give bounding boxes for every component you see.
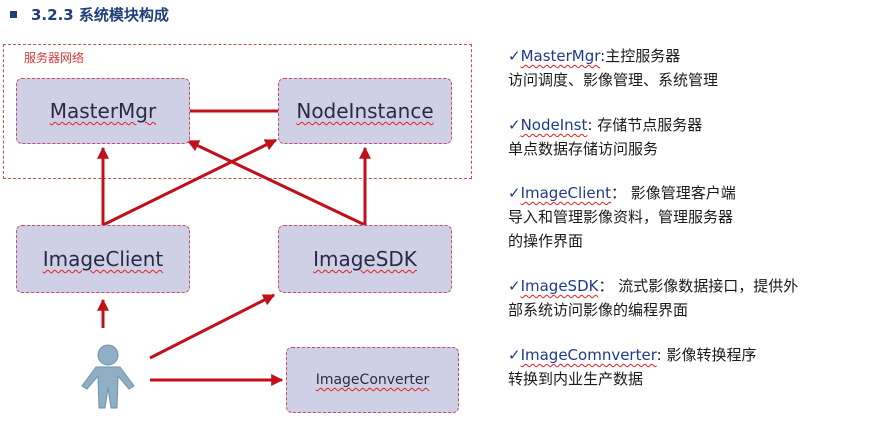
description-line: 导入和管理影像资料，管理服务器	[508, 208, 734, 226]
arrow-sdk-to-master	[186, 139, 366, 227]
arrow-client-to-nodeinst	[102, 138, 278, 227]
node-imagesdk: ImageSDK	[278, 225, 452, 293]
description-head: 影像管理客户端	[630, 184, 736, 202]
arrow-user-to-sdk	[149, 293, 276, 360]
separator: ：	[610, 184, 631, 202]
separator: :	[656, 346, 667, 364]
term-label: MasterMgr	[520, 47, 601, 65]
description-imagesdk: ✓ImageSDK： 流式影像数据接口，提供外 部系统访问影像的编程界面	[508, 274, 868, 322]
node-imageclient-label: ImageClient	[42, 247, 164, 271]
separator: :	[600, 47, 606, 65]
node-mastermgr: MasterMgr	[16, 78, 190, 144]
check-icon: ✓	[508, 116, 521, 134]
node-nodeinstance-label: NodeInstance	[296, 99, 434, 123]
description-mastermgr: ✓MasterMgr:主控服务器 访问调度、影像管理、系统管理	[508, 44, 868, 92]
description-line: 访问调度、影像管理、系统管理	[508, 71, 719, 89]
term-label: NodeInst	[520, 116, 588, 134]
term-label: ImageClient	[520, 184, 611, 202]
description-head: 流式影像数据接口，提供外	[618, 277, 799, 295]
separator: ：	[598, 277, 619, 295]
check-icon: ✓	[508, 184, 521, 202]
description-imageclient: ✓ImageClient： 影像管理客户端 导入和管理影像资料，管理服务器 的操…	[508, 181, 868, 253]
node-imageclient: ImageClient	[16, 225, 190, 293]
node-imageconverter-label: ImageConverter	[315, 372, 430, 388]
check-icon: ✓	[508, 47, 521, 65]
node-imageconverter: ImageConverter	[286, 347, 459, 413]
section-title-text: 3.2.3 系统模块构成	[31, 5, 169, 24]
check-icon: ✓	[508, 346, 521, 364]
node-nodeinstance: NodeInstance	[278, 78, 452, 144]
description-line: 转换到内业生产数据	[508, 370, 644, 388]
section-title: 3.2.3 系统模块构成	[10, 3, 169, 25]
node-mastermgr-label: MasterMgr	[49, 99, 157, 123]
description-head: 主控服务器	[605, 47, 681, 65]
square-bullet-icon	[10, 10, 17, 18]
description-head: 影像转换程序	[666, 346, 757, 364]
separator: :	[587, 116, 598, 134]
term-label: ImageComnverter	[520, 346, 657, 364]
description-head: 存储节点服务器	[597, 116, 703, 134]
description-line: 的操作界面	[508, 232, 584, 250]
check-icon: ✓	[508, 277, 521, 295]
term-label: ImageSDK	[520, 277, 599, 295]
description-line: 单点数据存储访问服务	[508, 140, 659, 158]
node-imagesdk-label: ImageSDK	[313, 247, 417, 271]
server-network-group	[3, 44, 472, 179]
server-network-label: 服务器网络	[24, 51, 85, 65]
person-icon	[81, 344, 135, 409]
description-line: 部系统访问影像的编程界面	[508, 301, 689, 319]
description-nodeinst: ✓NodeInst: 存储节点服务器 单点数据存储访问服务	[508, 113, 868, 161]
description-imageconverter: ✓ImageComnverter: 影像转换程序 转换到内业生产数据	[508, 343, 868, 391]
